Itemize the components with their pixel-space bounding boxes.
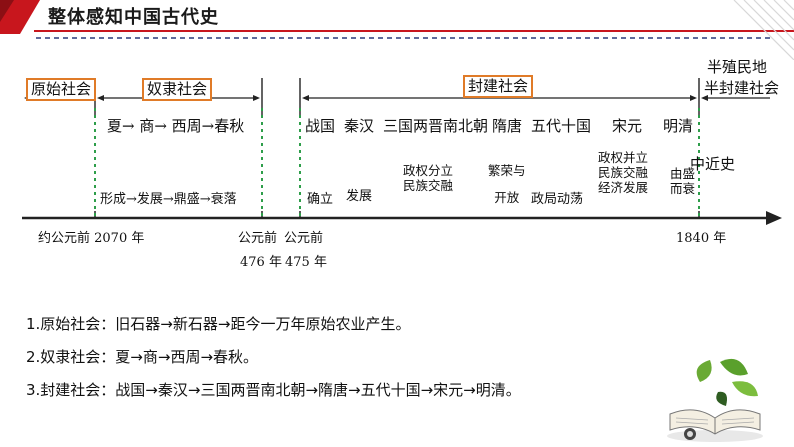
era-feudal: 封建社会 [463, 75, 534, 98]
era-semi-feudal: 半封建社会 [704, 79, 780, 97]
date-2070bc: 约公元前 2070 年 [38, 231, 145, 246]
date-475bc-year: 475 年 [285, 255, 327, 270]
note-mingqing-line2: 而衰 [670, 181, 696, 196]
timeline-graphics [22, 37, 782, 225]
note-songyuan: 政权并立 民族交融 经济发展 [598, 150, 648, 195]
era-semi-colonial: 半殖民地 [707, 58, 768, 76]
period-wudai: 五代十国 [531, 117, 592, 135]
note-sanguo: 政权分立 民族交融 [403, 163, 453, 193]
period-suitang: 隋唐 [492, 117, 523, 135]
note-wudai: 政局动荡 [531, 192, 584, 207]
period-songyuan: 宋元 [612, 117, 643, 135]
modern-history-label: 中近史 [690, 155, 736, 173]
summary-line-primitive: 1.原始社会：旧石器→新石器→距今一万年原始农业产生。 [26, 315, 411, 333]
note-suitang-line1: 繁荣与 [488, 163, 526, 178]
note-songyuan-line1: 政权并立 [598, 150, 649, 165]
era-slave: 奴隶社会 [142, 78, 213, 101]
note-suitang-line2: 开放 [494, 190, 520, 205]
era-primitive: 原始社会 [26, 78, 97, 101]
header-banner [0, 0, 794, 34]
note-qinhan: 发展 [346, 189, 373, 204]
note-mingqing-line1: 由盛 [670, 166, 696, 181]
slave-sequence: 夏→ 商→ 西周→春秋 [107, 117, 245, 135]
page-title: 整体感知中国古代史 [48, 7, 219, 28]
note-mingqing: 由盛 而衰 [670, 166, 695, 196]
note-suitang: 繁荣与 开放 [488, 163, 526, 205]
slave-stages: 形成→发展→鼎盛→衰落 [100, 192, 237, 207]
date-1840: 1840 年 [676, 231, 727, 246]
note-songyuan-line3: 经济发展 [598, 180, 649, 195]
note-sanguo-line2: 民族交融 [403, 178, 454, 193]
date-475bc-prefix: 公元前 [284, 231, 324, 246]
book-leaves-illustration [667, 358, 763, 442]
period-zhanguo: 战国 [305, 117, 336, 135]
date-476bc-year: 476 年 [240, 255, 282, 270]
note-zhanguo: 确立 [307, 192, 334, 207]
corner-decoration [733, 0, 794, 60]
summary-line-feudal: 3.封建社会：战国→秦汉→三国两晋南北朝→隋唐→五代十国→宋元→明清。 [26, 381, 521, 399]
period-mingqing: 明清 [663, 117, 694, 135]
timeline-axis-arrowhead [766, 211, 782, 225]
period-qinhan: 秦汉 [344, 117, 375, 135]
period-sanguo: 三国两晋南北朝 [383, 117, 489, 135]
note-songyuan-line2: 民族交融 [598, 165, 649, 180]
summary-line-slave: 2.奴隶社会：夏→商→西周→春秋。 [26, 348, 259, 366]
note-sanguo-line1: 政权分立 [403, 163, 454, 178]
date-476bc-prefix: 公元前 [238, 231, 278, 246]
